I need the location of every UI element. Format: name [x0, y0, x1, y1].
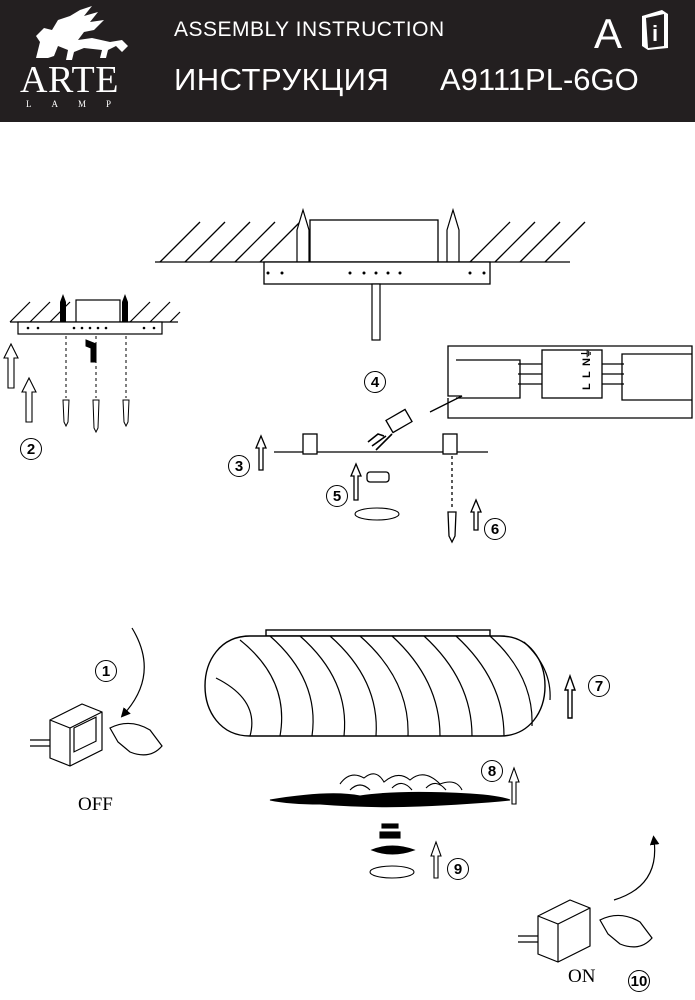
mounting-bracket-top	[263, 261, 491, 341]
terminal-labels: N L L ⏚	[580, 348, 593, 390]
step-number-7: 7	[588, 675, 610, 697]
step-number-3: 3	[228, 455, 250, 477]
step-number-1: 1	[95, 660, 117, 682]
logo-subtitle: LAMP	[26, 99, 132, 109]
step-number-10: 10	[628, 970, 650, 992]
terminal-label-l1: L	[581, 371, 593, 378]
header-bar: ARTE LAMP ASSEMBLY INSTRUCTION ИНСТРУКЦИ…	[0, 0, 695, 122]
wall-anchor-icon	[296, 207, 460, 263]
crystal-decoration	[269, 766, 520, 808]
step-number-9: 9	[447, 858, 469, 880]
logo-wordmark: ARTE	[20, 59, 119, 101]
step-number-8: 8	[481, 760, 503, 782]
ceiling-top	[155, 219, 586, 263]
bracket-holes-left	[26, 294, 156, 330]
up-arrow-icon	[3, 342, 37, 423]
wiring-callout	[429, 345, 693, 419]
title-english: ASSEMBLY INSTRUCTION	[174, 18, 445, 41]
language-letter: A	[594, 10, 623, 57]
final-cap	[369, 823, 442, 879]
title-russian: ИНСТРУКЦИЯ	[174, 62, 390, 97]
model-number: A9111PL-6GO	[440, 62, 639, 97]
terminal-label-n: N	[581, 358, 593, 366]
griffin-logo-icon	[36, 6, 128, 60]
step-number-6: 6	[484, 518, 506, 540]
lamp-shade	[204, 629, 576, 737]
info-book-icon: i	[642, 10, 668, 50]
wall-switch-on	[518, 835, 660, 963]
step-number-4: 4	[364, 371, 386, 393]
step-number-5: 5	[326, 485, 348, 507]
wall-switch-off	[30, 627, 163, 767]
terminal-label-l2: L	[581, 383, 593, 390]
step-number-2: 2	[20, 438, 42, 460]
screw-icon	[62, 336, 130, 434]
assembly-drawing: N L L ⏚	[3, 207, 693, 963]
lamp-base-plate	[255, 408, 488, 544]
switch-on-label: ON	[568, 966, 596, 987]
svg-text:i: i	[652, 21, 658, 46]
earth-icon: ⏚	[580, 348, 593, 359]
switch-off-label: OFF	[78, 794, 113, 815]
